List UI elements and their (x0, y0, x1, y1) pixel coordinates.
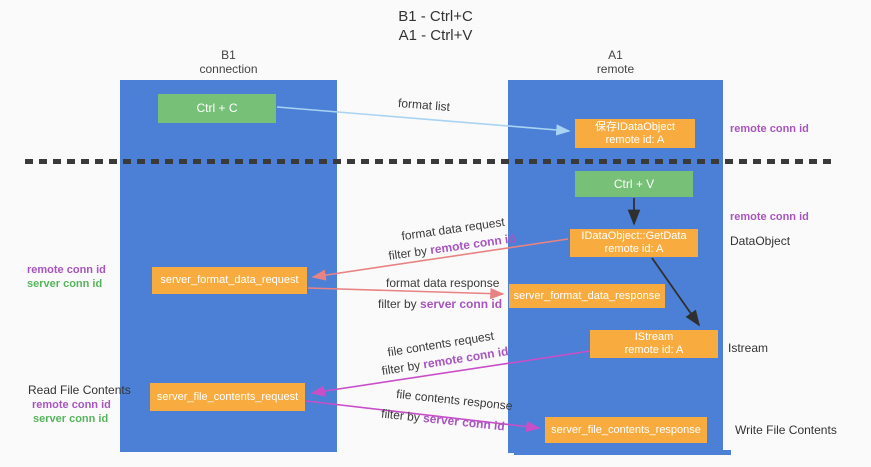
annotation-remote-conn-id-mid-right: remote conn id (730, 211, 809, 223)
node-server-file-contents-request-label: server_file_contents_request (156, 390, 299, 403)
node-istream-line1: IStream (634, 331, 674, 343)
annotation-server-conn-id-mid-left: server conn id (27, 278, 103, 290)
edge-label-filter-server-1: filter by server conn id (378, 297, 502, 311)
server-conn-id-text: server conn id (420, 297, 503, 311)
node-ctrl-v: Ctrl + V (575, 171, 693, 197)
filter-by-text: filter by (380, 406, 424, 425)
lane-a1-title: A1 (608, 48, 623, 62)
server-conn-id-text: server conn id (422, 410, 506, 434)
node-ctrl-c: Ctrl + C (158, 94, 276, 123)
edge-label-format-list-text: format list (397, 95, 451, 115)
node-server-format-data-request: server_format_data_request (152, 267, 307, 294)
title-line-2: A1 - Ctrl+V (398, 27, 473, 44)
annotation-write-file-contents: Write File Contents (735, 423, 837, 437)
annotation-dataobject: DataObject (730, 234, 791, 248)
edge-label-format-data-response-text: format data response (386, 276, 500, 290)
edge-label-filter-server-2: filter by server conn id (381, 407, 506, 434)
lane-header-a1: A1 remote (508, 48, 723, 76)
lane-header-b1: B1 connection (120, 48, 337, 76)
annotation-remote-conn-id-mid-left: remote conn id (27, 264, 106, 276)
title-line-1: B1 - Ctrl+C (398, 8, 473, 25)
filter-by-text: filter by (387, 243, 432, 263)
node-istream-line2: remote id: A (624, 344, 684, 356)
node-getdata-line2: remote id: A (604, 243, 664, 255)
node-ctrl-c-label: Ctrl + C (196, 101, 238, 115)
annotation-remote-conn-id-top-right: remote conn id (730, 123, 809, 135)
node-getdata-line1: IDataObject::GetData (581, 230, 687, 242)
node-server-file-contents-response: server_file_contents_response (545, 417, 707, 443)
lane-a1-footer-bar (514, 450, 731, 455)
annotation-read-file-contents: Read File Contents (28, 383, 131, 397)
node-server-format-data-request-label: server_format_data_request (160, 274, 299, 286)
diagram-title: B1 - Ctrl+C A1 - Ctrl+V (0, 7, 871, 45)
edge-label-format-data-response: format data response (386, 276, 499, 290)
lane-b1-title: B1 (221, 48, 236, 62)
node-server-file-contents-request: server_file_contents_request (150, 383, 305, 411)
node-save-idataobject: 保存IDataObject remote id: A (575, 119, 695, 148)
filter-by-text: filter by (378, 297, 421, 311)
node-save-idataobject-line1: 保存IDataObject (594, 120, 676, 133)
node-server-file-contents-response-label: server_file_contents_response (551, 423, 701, 436)
annotation-remote-conn-id-bottom-left: remote conn id (32, 399, 111, 411)
node-server-format-data-response: server_format_data_response (509, 284, 665, 308)
node-istream: IStream remote id: A (590, 330, 718, 358)
lane-a1-subtitle: remote (596, 62, 635, 76)
annotation-istream: Istream (728, 341, 769, 355)
filter-by-text: filter by (380, 357, 425, 378)
node-ctrl-v-label: Ctrl + V (613, 176, 655, 191)
node-idataobject-getdata: IDataObject::GetData remote id: A (570, 229, 698, 257)
edge-label-format-list: format list (398, 96, 451, 114)
separator-dashed-line (25, 159, 833, 164)
node-save-idataobject-line2: remote id: A (605, 133, 665, 146)
lane-b1-subtitle: connection (199, 62, 258, 76)
node-server-format-data-response-label: server_format_data_response (513, 289, 661, 302)
annotation-server-conn-id-bottom-left: server conn id (33, 413, 109, 425)
